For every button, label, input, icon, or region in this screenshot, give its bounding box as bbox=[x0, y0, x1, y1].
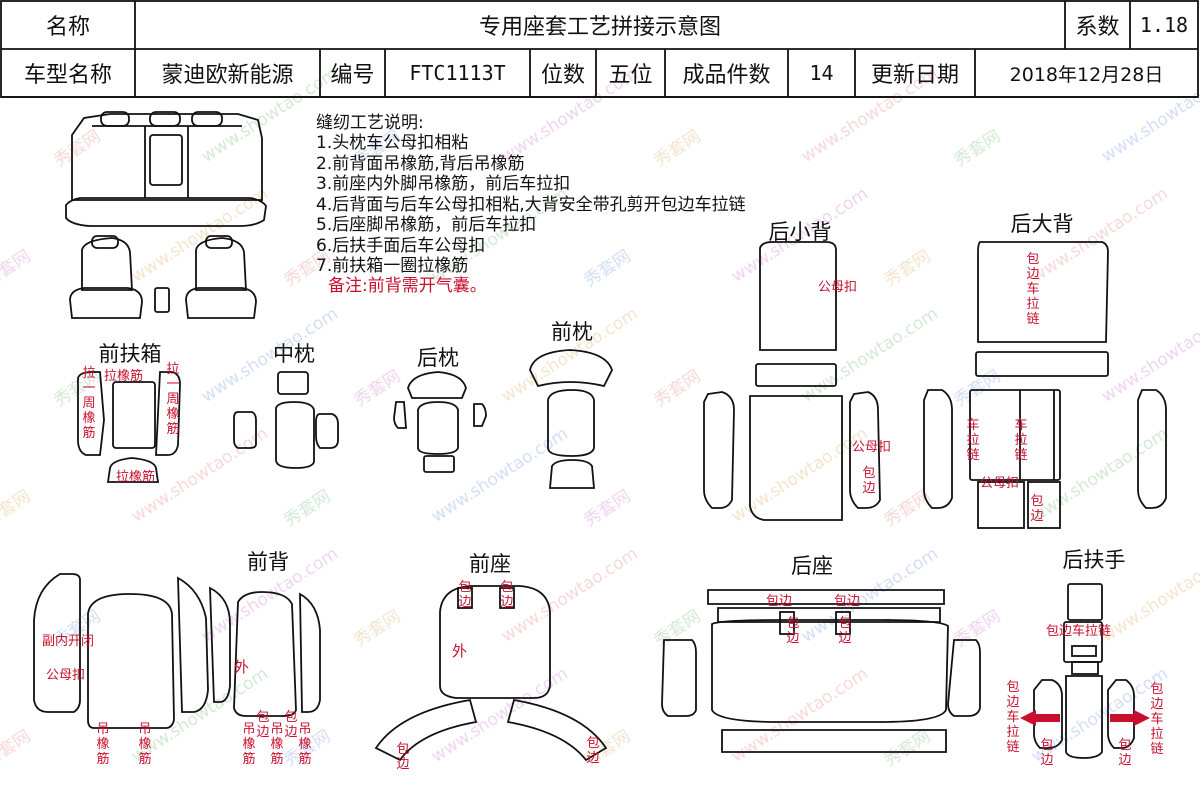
annotation-binding: 包边 bbox=[766, 594, 793, 609]
page-title: 专用座套工艺拼接示意图 bbox=[478, 15, 721, 40]
annotation-binding: 包边 bbox=[1118, 738, 1132, 768]
part-label-front-console: 前扶箱 bbox=[98, 342, 162, 366]
model-value: 蒙迪欧新能源 bbox=[161, 63, 294, 88]
part-label-rear-small-back: 后小背 bbox=[768, 220, 832, 244]
annotation-binding: 包边 bbox=[500, 580, 514, 610]
annotation-binding: 包边 bbox=[256, 710, 270, 740]
note-item: 6.后扶手面后车公母扣 bbox=[316, 236, 486, 256]
annotation-binding: 包边 bbox=[458, 580, 472, 610]
annotation-binding: 包边 bbox=[862, 466, 876, 496]
annotation-binding-zipper: 包边车拉链 bbox=[1150, 682, 1164, 757]
note-item: 5.后座脚吊橡筋，前后车拉扣 bbox=[316, 215, 537, 235]
annotation-pull-elastic: 拉橡筋 bbox=[104, 369, 144, 384]
note-item: 4.后背面与后车公母扣相粘,大背安全带孔剪开包边车拉链 bbox=[316, 195, 746, 215]
front-back-pieces bbox=[33, 573, 321, 729]
annotation-airbag-opening: 副内开闭 bbox=[42, 634, 95, 649]
note-item: 1.头枕车公母扣相粘 bbox=[316, 133, 469, 153]
seats-label: 位数 bbox=[540, 63, 585, 88]
annotation-binding: 包边 bbox=[838, 616, 852, 646]
front-console-pieces bbox=[77, 371, 181, 483]
annotation-binding: 包边 bbox=[284, 710, 298, 740]
annotation-binding: 包边 bbox=[586, 736, 600, 766]
annotation-snap-button: 公母扣 bbox=[980, 476, 1020, 491]
rear-headrest-pieces bbox=[393, 371, 487, 473]
note-item: 7.前扶箱一圈拉橡筋 bbox=[316, 256, 469, 276]
annotation-binding: 包边 bbox=[1040, 738, 1054, 768]
part-label-rear-seat: 后座 bbox=[791, 554, 833, 578]
annotation-hang-elastic: 吊橡筋 bbox=[270, 722, 284, 767]
annotation-pull-elastic: 拉橡筋 bbox=[116, 470, 156, 485]
header-grid bbox=[0, 0, 1199, 98]
note-item: 2.前背面吊橡筋,背后吊橡筋 bbox=[316, 154, 525, 174]
annotation-binding: 包边 bbox=[396, 742, 410, 772]
part-label-middle-headrest: 中枕 bbox=[273, 342, 315, 366]
rear-big-back-pieces bbox=[923, 241, 1167, 529]
annotation-hang-elastic: 吊橡筋 bbox=[96, 722, 110, 767]
update-value: 2018年12月28日 bbox=[1009, 63, 1164, 86]
annotation-binding: 包边 bbox=[834, 594, 861, 609]
annotation-hang-elastic: 吊橡筋 bbox=[138, 722, 152, 767]
part-label-rear-headrest: 后枕 bbox=[417, 346, 459, 370]
model-label: 车型名称 bbox=[23, 63, 112, 88]
annotation-hang-elastic: 吊橡筋 bbox=[242, 722, 256, 767]
part-label-front-seat: 前座 bbox=[469, 552, 511, 576]
notes-heading: 缝纫工艺说明: bbox=[316, 113, 424, 133]
annotation-binding: 包边 bbox=[786, 616, 800, 646]
part-label-rear-armrest: 后扶手 bbox=[1062, 548, 1126, 572]
annotation-outer: 外 bbox=[234, 658, 250, 676]
annotation-zipper: 车拉链 bbox=[966, 418, 980, 463]
seats-value: 五位 bbox=[608, 63, 653, 88]
pieces-label: 成品件数 bbox=[682, 63, 771, 88]
annotation-outer: 外 bbox=[452, 642, 468, 660]
rear-seat-pieces bbox=[661, 589, 981, 753]
middle-headrest-pieces bbox=[233, 371, 339, 469]
name-label: 名称 bbox=[45, 15, 90, 40]
annotation-binding-zipper: 包边车拉链 bbox=[1006, 680, 1020, 755]
front-headrest-pieces bbox=[529, 349, 613, 489]
annotation-hang-elastic: 吊橡筋 bbox=[298, 722, 312, 767]
pieces-value: 14 bbox=[809, 61, 834, 85]
annotation-pull-around: 拉一周橡筋 bbox=[166, 362, 180, 437]
part-label-front-headrest: 前枕 bbox=[551, 320, 593, 344]
annotation-binding-zipper: 包边车拉链 bbox=[1046, 624, 1112, 639]
coef-label: 系数 bbox=[1075, 15, 1120, 40]
coef-value: 1.18 bbox=[1139, 13, 1189, 37]
annotation-snap-button: 公母扣 bbox=[818, 280, 858, 295]
annotation-snap-button: 公母扣 bbox=[46, 668, 86, 683]
annotation-zipper: 车拉链 bbox=[1014, 418, 1028, 463]
annotation-pull-around: 拉一周橡筋 bbox=[82, 366, 96, 441]
notes-remark: 备注:前背需开气囊。 bbox=[328, 276, 487, 296]
note-item: 3.前座内外脚吊橡筋，前后车拉扣 bbox=[316, 174, 571, 194]
rear-armrest-pieces bbox=[1033, 583, 1135, 759]
annotation-binding: 包边 bbox=[1030, 494, 1044, 524]
code-value: FTC1113T bbox=[409, 61, 506, 85]
part-label-front-back: 前背 bbox=[247, 550, 289, 574]
update-label: 更新日期 bbox=[870, 63, 959, 88]
part-label-rear-big-back: 后大背 bbox=[1010, 212, 1074, 236]
zipper-arrows bbox=[1020, 710, 1150, 726]
code-label: 编号 bbox=[330, 63, 375, 88]
annotation-snap-button: 公母扣 bbox=[852, 440, 892, 455]
front-seat-pieces bbox=[374, 585, 608, 762]
annotation-binding-zipper: 包边车拉链 bbox=[1026, 252, 1040, 327]
seat-overview-icon bbox=[65, 111, 267, 319]
rear-small-back-pieces bbox=[703, 241, 881, 521]
